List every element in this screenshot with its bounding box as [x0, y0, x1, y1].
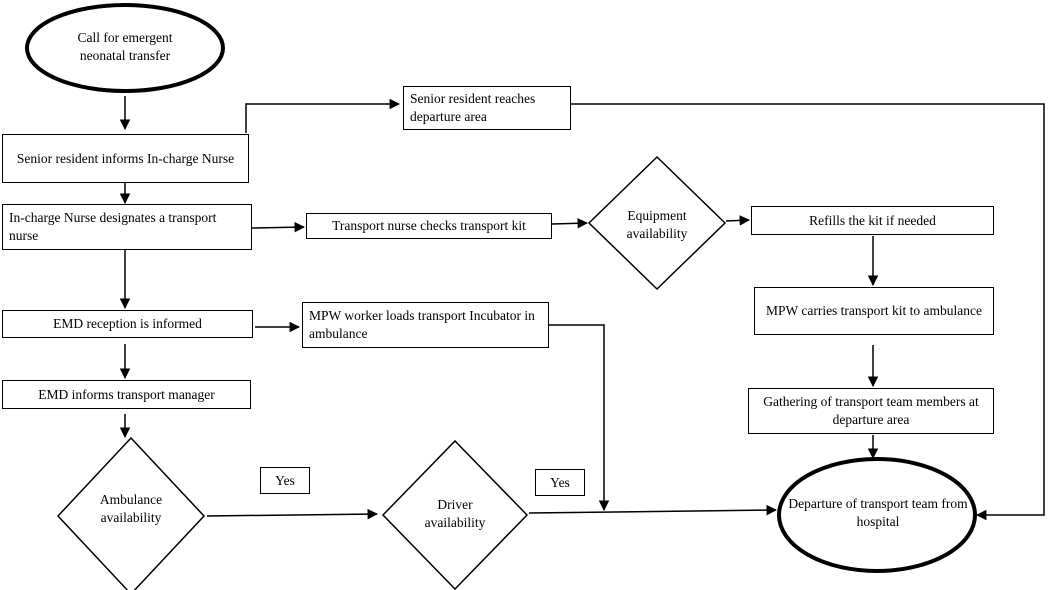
- driver-diamond: [381, 439, 529, 590]
- emd-informs-node: EMD informs transport manager: [2, 380, 251, 409]
- equipment-decision: Equipment availability: [626, 208, 688, 241]
- equipment-diamond: [587, 155, 727, 291]
- mpw-carries-node: MPW carries transport kit to ambulance: [754, 287, 994, 335]
- departure-node: Departure of transport team from hospita…: [788, 496, 968, 529]
- edge-equipment-to-refills: [725, 215, 751, 226]
- start-ellipse: [25, 3, 225, 93]
- yes-label-driver: Yes: [535, 469, 585, 496]
- ambulance-diamond: [56, 436, 206, 590]
- edge-driver-to-departure: [528, 504, 778, 516]
- senior-reaches-node: Senior resident reaches departure area: [403, 86, 571, 130]
- senior-informs-node: Senior resident informs In-charge Nurse: [2, 134, 249, 183]
- refills-node: Refills the kit if needed: [751, 206, 994, 235]
- edge-checks-to-equipment: [551, 218, 589, 229]
- driver-decision: Driver availability: [424, 497, 486, 530]
- mpw-loads-node: MPW worker loads transport Incubator in …: [302, 302, 549, 348]
- edge-senior-informs-to-reaches: [245, 98, 401, 133]
- yes-label-ambulance: Yes: [260, 467, 310, 494]
- edge-mpw-loads-to-main-line: [549, 324, 610, 512]
- edge-senior-reaches-to-departure: [570, 103, 1045, 521]
- edge-designates-to-checks: [251, 221, 306, 233]
- edge-ambulance-to-driver: [206, 508, 379, 520]
- start-node: Call for emergent neonatal transfer: [77, 30, 173, 63]
- gathering-node: Gathering of transport team members at d…: [748, 388, 994, 434]
- nurse-checks-node: Transport nurse checks transport kit: [306, 213, 552, 239]
- ambulance-decision: Ambulance availability: [99, 492, 163, 525]
- emd-reception-node: EMD reception is informed: [2, 310, 253, 338]
- incharge-designates-node: In-charge Nurse designates a transport n…: [2, 204, 252, 250]
